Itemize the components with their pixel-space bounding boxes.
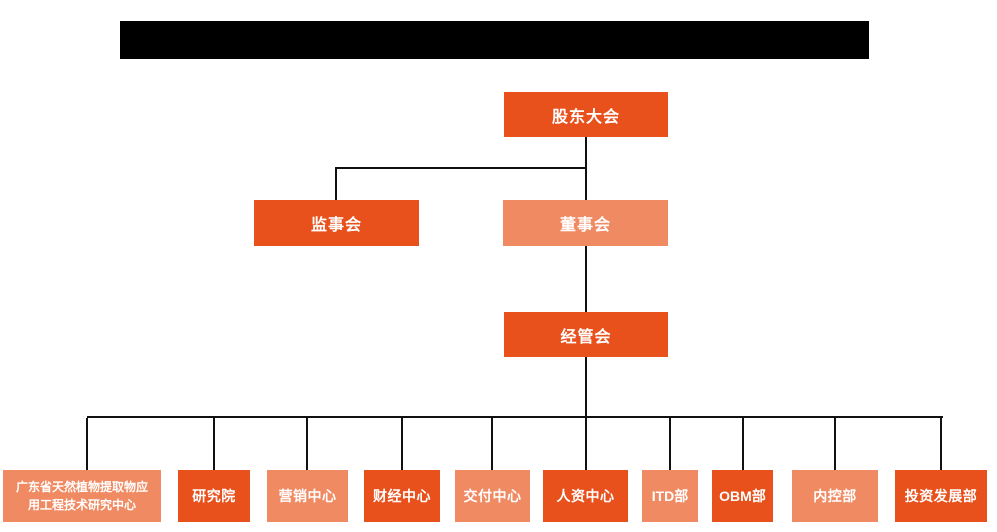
node-obm-department: OBM部 bbox=[712, 470, 773, 522]
connector-drop-delivery-center bbox=[491, 418, 493, 470]
connector-drop-internal-control-dept bbox=[834, 418, 836, 470]
connector-split-horizontal bbox=[335, 167, 587, 169]
connector-shareholders-down bbox=[585, 137, 587, 168]
connector-drop-investment-dept bbox=[940, 418, 942, 470]
connector-drop-obm-dept bbox=[742, 418, 744, 470]
connector-supervisory-drop bbox=[335, 169, 337, 200]
connector-drop-hr-center bbox=[585, 418, 587, 470]
connector-board-to-management bbox=[585, 246, 587, 312]
node-internal-control-department: 内控部 bbox=[792, 470, 878, 522]
node-supervisory-board: 监事会 bbox=[254, 200, 419, 246]
connector-drop-finance-center bbox=[401, 418, 403, 470]
node-delivery-center: 交付中心 bbox=[455, 470, 530, 522]
node-board-of-directors: 董事会 bbox=[503, 200, 668, 246]
node-finance-center: 财经中心 bbox=[364, 470, 440, 522]
title-redaction-bar bbox=[120, 21, 869, 59]
connector-departments-bus bbox=[87, 416, 943, 418]
node-research-institute: 研究院 bbox=[178, 470, 250, 522]
node-investment-development-department: 投资发展部 bbox=[895, 470, 987, 522]
node-shareholders-meeting: 股东大会 bbox=[504, 92, 668, 137]
node-management-committee: 经管会 bbox=[504, 312, 668, 357]
connector-drop-marketing-center bbox=[306, 418, 308, 470]
node-guangdong-plant-extract-research-center: 广东省天然植物提取物应用工程技术研究中心 bbox=[3, 470, 161, 522]
connector-drop-research-institute bbox=[213, 418, 215, 470]
connector-board-drop bbox=[585, 169, 587, 200]
node-itd-department: ITD部 bbox=[642, 470, 698, 522]
node-marketing-center: 营销中心 bbox=[267, 470, 348, 522]
connector-management-down bbox=[585, 357, 587, 416]
connector-drop-itd-dept bbox=[669, 418, 671, 470]
connector-drop-research-center bbox=[86, 418, 88, 470]
node-hr-center: 人资中心 bbox=[543, 470, 628, 522]
